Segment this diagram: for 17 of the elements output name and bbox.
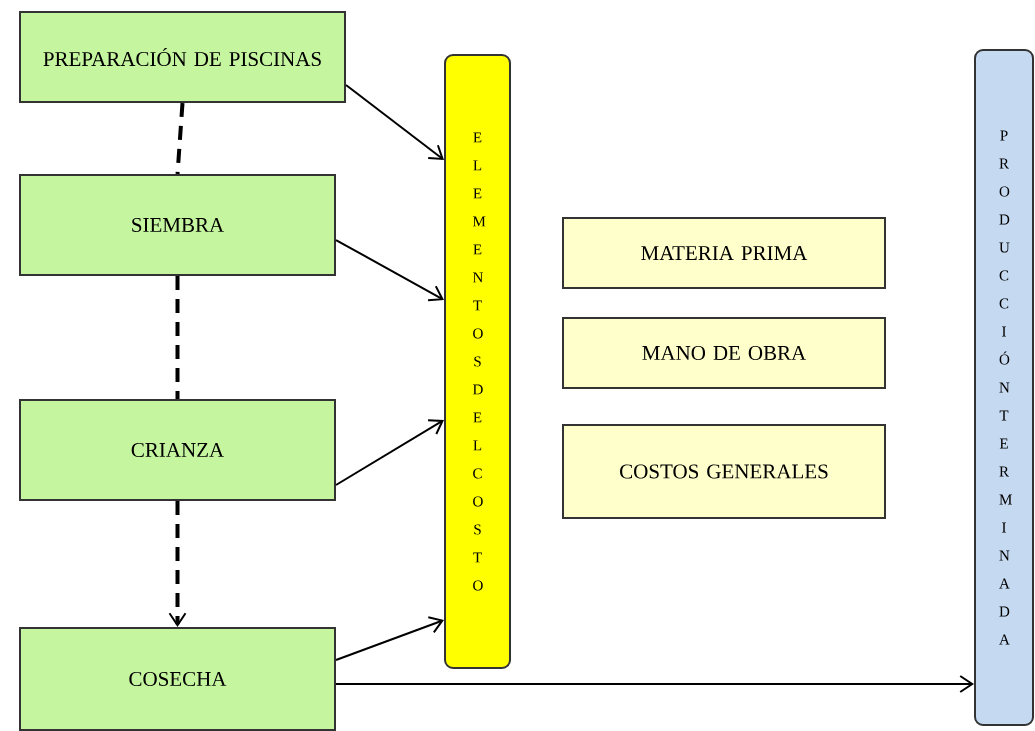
process-box: CRIANZA [19, 399, 336, 501]
arrow [335, 675, 974, 693]
vertical-bar: PRODUCCIÓN TERMINADA [974, 49, 1034, 726]
arrow [335, 616, 444, 661]
process-box: PREPARACIÓN DE PISCINAS [19, 11, 346, 103]
dashed-connector [168, 501, 187, 627]
arrow [345, 84, 444, 160]
arrow [335, 239, 444, 302]
cost-element-box: COSTOS GENERALES [562, 424, 886, 519]
vertical-bar: ELEMENTOS DEL COSTO [444, 54, 511, 669]
arrow [335, 419, 444, 486]
dashed-connector [175, 276, 180, 399]
dashed-connector [175, 102, 185, 175]
cost-element-box: MANO DE OBRA [562, 317, 886, 389]
process-box: COSECHA [19, 627, 336, 731]
cost-element-box: MATERIA PRIMA [562, 217, 886, 289]
process-box: SIEMBRA [19, 174, 336, 276]
